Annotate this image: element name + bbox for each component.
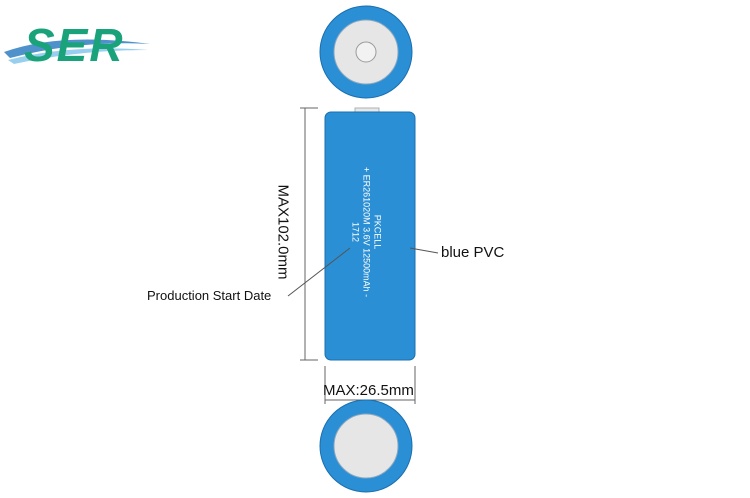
wrap-label: blue PVC	[441, 244, 505, 261]
height-label: MAX102.0mm	[274, 184, 292, 280]
cell-bottom-view	[319, 399, 413, 493]
wrap-leader-line	[409, 247, 439, 254]
cell-body	[324, 107, 416, 361]
cell-print: PKCELL + ER261020M 3.6V 12500mAh - 1712	[350, 167, 383, 297]
date-leader-line	[287, 247, 351, 297]
ser-logo: SER	[0, 10, 160, 70]
cell-print-model: + ER261020M 3.6V 12500mAh -	[361, 166, 372, 298]
cell-print-date-code: 1712	[350, 221, 361, 243]
height-dimension	[300, 107, 318, 361]
logo-text: SER	[24, 19, 125, 71]
cell-top-view	[319, 5, 413, 99]
cell-print-brand: PKCELL	[372, 214, 383, 250]
date-code-label: Production Start Date	[147, 288, 272, 303]
logo-swoosh-icon	[4, 39, 150, 64]
width-label: MAX:26.5mm	[323, 382, 414, 399]
